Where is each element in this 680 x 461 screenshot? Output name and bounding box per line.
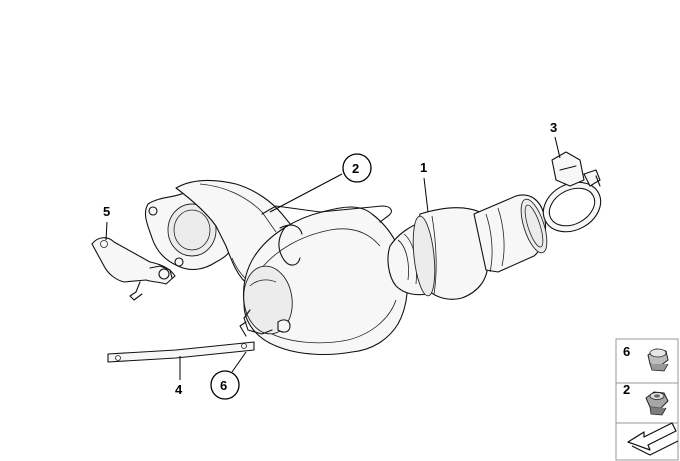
cap-nut-icon — [647, 348, 669, 372]
self-locking-nut-icon — [645, 391, 669, 416]
catalytic-converter[interactable] — [239, 194, 553, 355]
bracket-part[interactable] — [91, 237, 176, 301]
callout-5: 5 — [103, 204, 110, 241]
pipe-clamp[interactable] — [535, 151, 610, 241]
legend-label-2: 2 — [623, 382, 630, 397]
legend-label-6: 6 — [623, 344, 630, 359]
callout-label-4: 4 — [175, 382, 183, 397]
callout-label-6: 6 — [220, 378, 227, 393]
callout-3: 3 — [550, 120, 561, 159]
parts-legend: 6 2 — [615, 338, 679, 461]
callout-1: 1 — [420, 160, 429, 213]
callout-label-5: 5 — [103, 204, 110, 219]
direction-arrow-icon — [627, 422, 679, 456]
callout-2: 2 — [269, 153, 372, 213]
callout-label-1: 1 — [420, 160, 427, 175]
mounting-strap[interactable] — [107, 341, 255, 363]
callout-4: 4 — [175, 356, 183, 397]
callout-label-2: 2 — [352, 161, 359, 176]
callout-6: 6 — [210, 351, 247, 400]
callout-label-3: 3 — [550, 120, 557, 135]
